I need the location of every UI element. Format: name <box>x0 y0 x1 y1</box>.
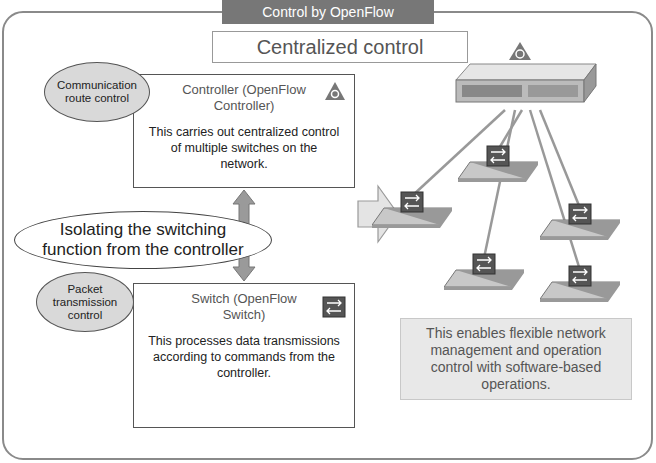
node-label: Isolating the switching function from th… <box>28 220 258 260</box>
node-description: This processes data transmissions accord… <box>146 333 342 381</box>
node-label: Controller (OpenFlow Controller) <box>169 82 319 114</box>
concept-ellipse: Isolating the switching function from th… <box>14 211 272 269</box>
node-label: This enables flexible network management… <box>411 325 621 393</box>
controller-icon <box>324 81 346 101</box>
role-ellipse: Communication route control <box>44 62 150 122</box>
node-label: Switch (OpenFlow Switch) <box>169 291 319 323</box>
controller-box: Controller (OpenFlow Controller) This car… <box>133 74 355 188</box>
title-tab: Control by OpenFlow <box>222 0 434 24</box>
node-description: This carries out centralized control of … <box>146 124 342 172</box>
server <box>456 42 596 102</box>
node-label: Packet transmission control <box>43 283 127 322</box>
switch-icon <box>322 296 346 318</box>
node-label: Centralized control <box>257 36 424 59</box>
switch-box: Switch (OpenFlow Switch) This processes d… <box>133 283 355 428</box>
outer-frame <box>3 12 652 459</box>
network-links <box>412 110 580 270</box>
node-label: Communication route control <box>55 79 139 105</box>
role-ellipse: Packet transmission control <box>36 272 134 332</box>
title-text: Control by OpenFlow <box>262 4 394 20</box>
result-box: This enables flexible network management… <box>400 318 632 400</box>
heading-box: Centralized control <box>212 31 468 63</box>
